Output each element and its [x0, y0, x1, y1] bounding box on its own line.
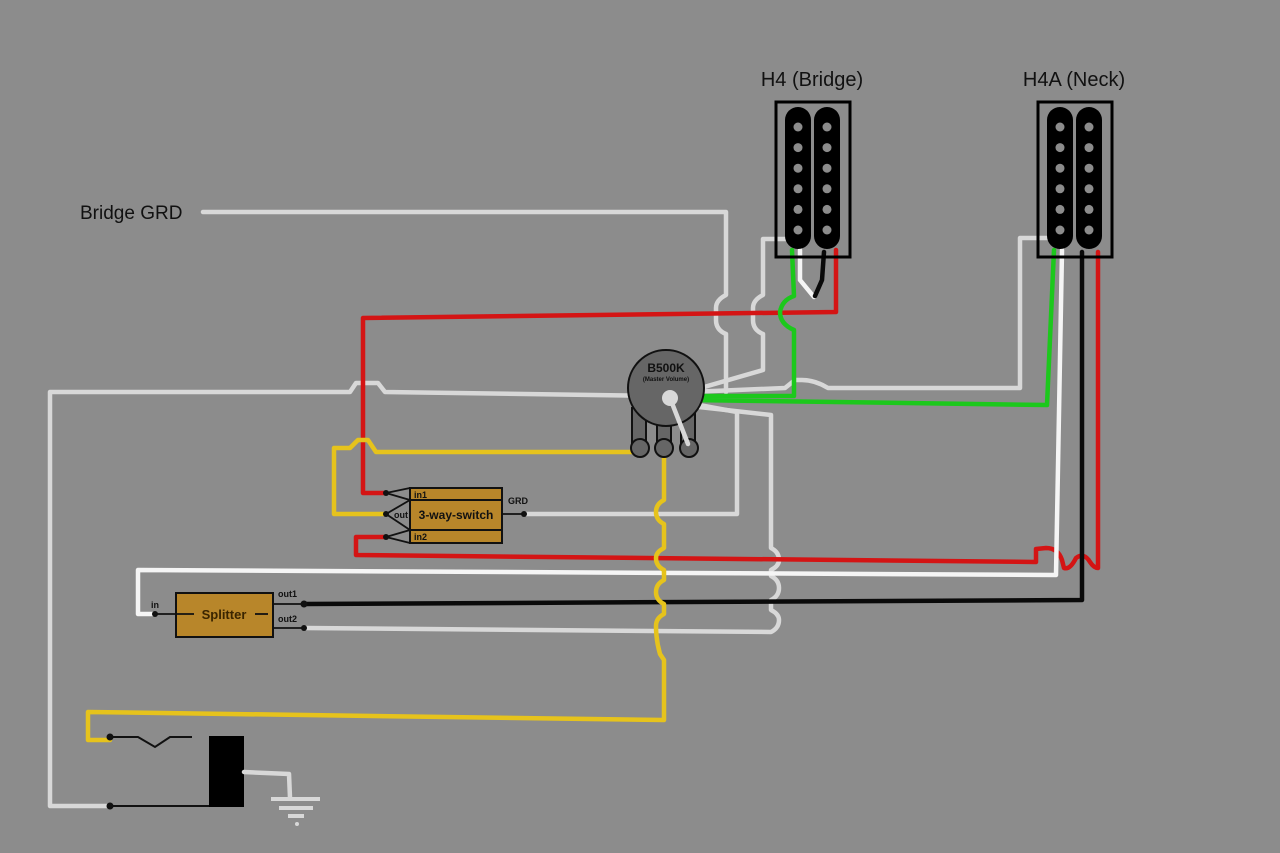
pickup-neck-label: H4A (Neck) — [1023, 69, 1125, 91]
pole-piece — [1084, 143, 1094, 153]
pole-piece — [822, 204, 832, 214]
wire-neck-black — [302, 249, 1085, 607]
pole-piece — [793, 225, 803, 235]
pot-function-label: (Master Volume) — [643, 377, 689, 383]
switch-out-label: out — [394, 510, 408, 520]
pot-lug-2 — [654, 438, 674, 458]
pickup-neck — [1036, 100, 1114, 259]
pot-lug-1 — [630, 438, 650, 458]
pole-piece — [1055, 163, 1065, 173]
pole-piece — [822, 163, 832, 173]
pole-piece — [1055, 143, 1065, 153]
switch-in2-label: in2 — [414, 532, 427, 542]
splitter-label: Splitter — [202, 607, 247, 622]
wire-pot-to-splitter-out2 — [302, 401, 782, 635]
switch-in1-label: in1 — [414, 490, 427, 500]
splitter-out2-label: out2 — [278, 614, 297, 624]
pole-piece — [793, 163, 803, 173]
output-jack — [106, 733, 244, 810]
pot-value-label: B500K — [647, 361, 685, 375]
pole-piece — [1055, 225, 1065, 235]
wire-bridge-ground — [200, 209, 729, 395]
wire-bridge-green — [697, 247, 797, 399]
bridge-grd-label: Bridge GRD — [80, 203, 182, 224]
pole-piece — [822, 225, 832, 235]
pole-piece — [1084, 122, 1094, 132]
splitter — [152, 592, 308, 638]
pole-piece — [1055, 184, 1065, 194]
wire-pot-lug2-to-jack-tip — [85, 449, 667, 743]
pole-piece — [1084, 184, 1094, 194]
pickup-bridge — [774, 100, 852, 259]
pole-piece — [1055, 122, 1065, 132]
splitter-out1-label: out1 — [278, 589, 297, 599]
wire-neck-green — [687, 247, 1057, 408]
ground-symbol — [241, 769, 320, 826]
wire-pot-to-jack-sleeve — [47, 380, 668, 809]
pole-piece — [1084, 163, 1094, 173]
pole-piece — [822, 122, 832, 132]
wire-bridge-series-link — [797, 247, 817, 300]
pot-lug-3 — [679, 438, 699, 458]
wire-bridge-series-link-black — [812, 249, 827, 299]
pole-piece — [1055, 204, 1065, 214]
jack-tip-contact — [110, 736, 192, 749]
wire-neck-white — [135, 247, 1065, 617]
three-way-switch — [383, 487, 527, 544]
splitter-in-label: in — [151, 600, 159, 610]
wire-neck-bare — [687, 235, 1058, 395]
pole-piece — [793, 184, 803, 194]
jack-sleeve — [209, 736, 244, 807]
switch-label: 3-way-switch — [419, 508, 494, 522]
wire-neck-red — [353, 249, 1101, 571]
pole-piece — [822, 143, 832, 153]
pickup-bridge-label: H4 (Bridge) — [761, 69, 863, 91]
pole-piece — [793, 122, 803, 132]
pole-piece — [1084, 204, 1094, 214]
pole-piece — [1084, 225, 1094, 235]
wire-pot-lug1-to-switch-out — [331, 437, 643, 517]
pole-piece — [793, 143, 803, 153]
switch-grd-label: GRD — [508, 496, 529, 506]
volume-pot — [627, 349, 705, 458]
wire-bridge-red — [360, 247, 839, 496]
pole-piece — [822, 184, 832, 194]
pole-piece — [793, 204, 803, 214]
